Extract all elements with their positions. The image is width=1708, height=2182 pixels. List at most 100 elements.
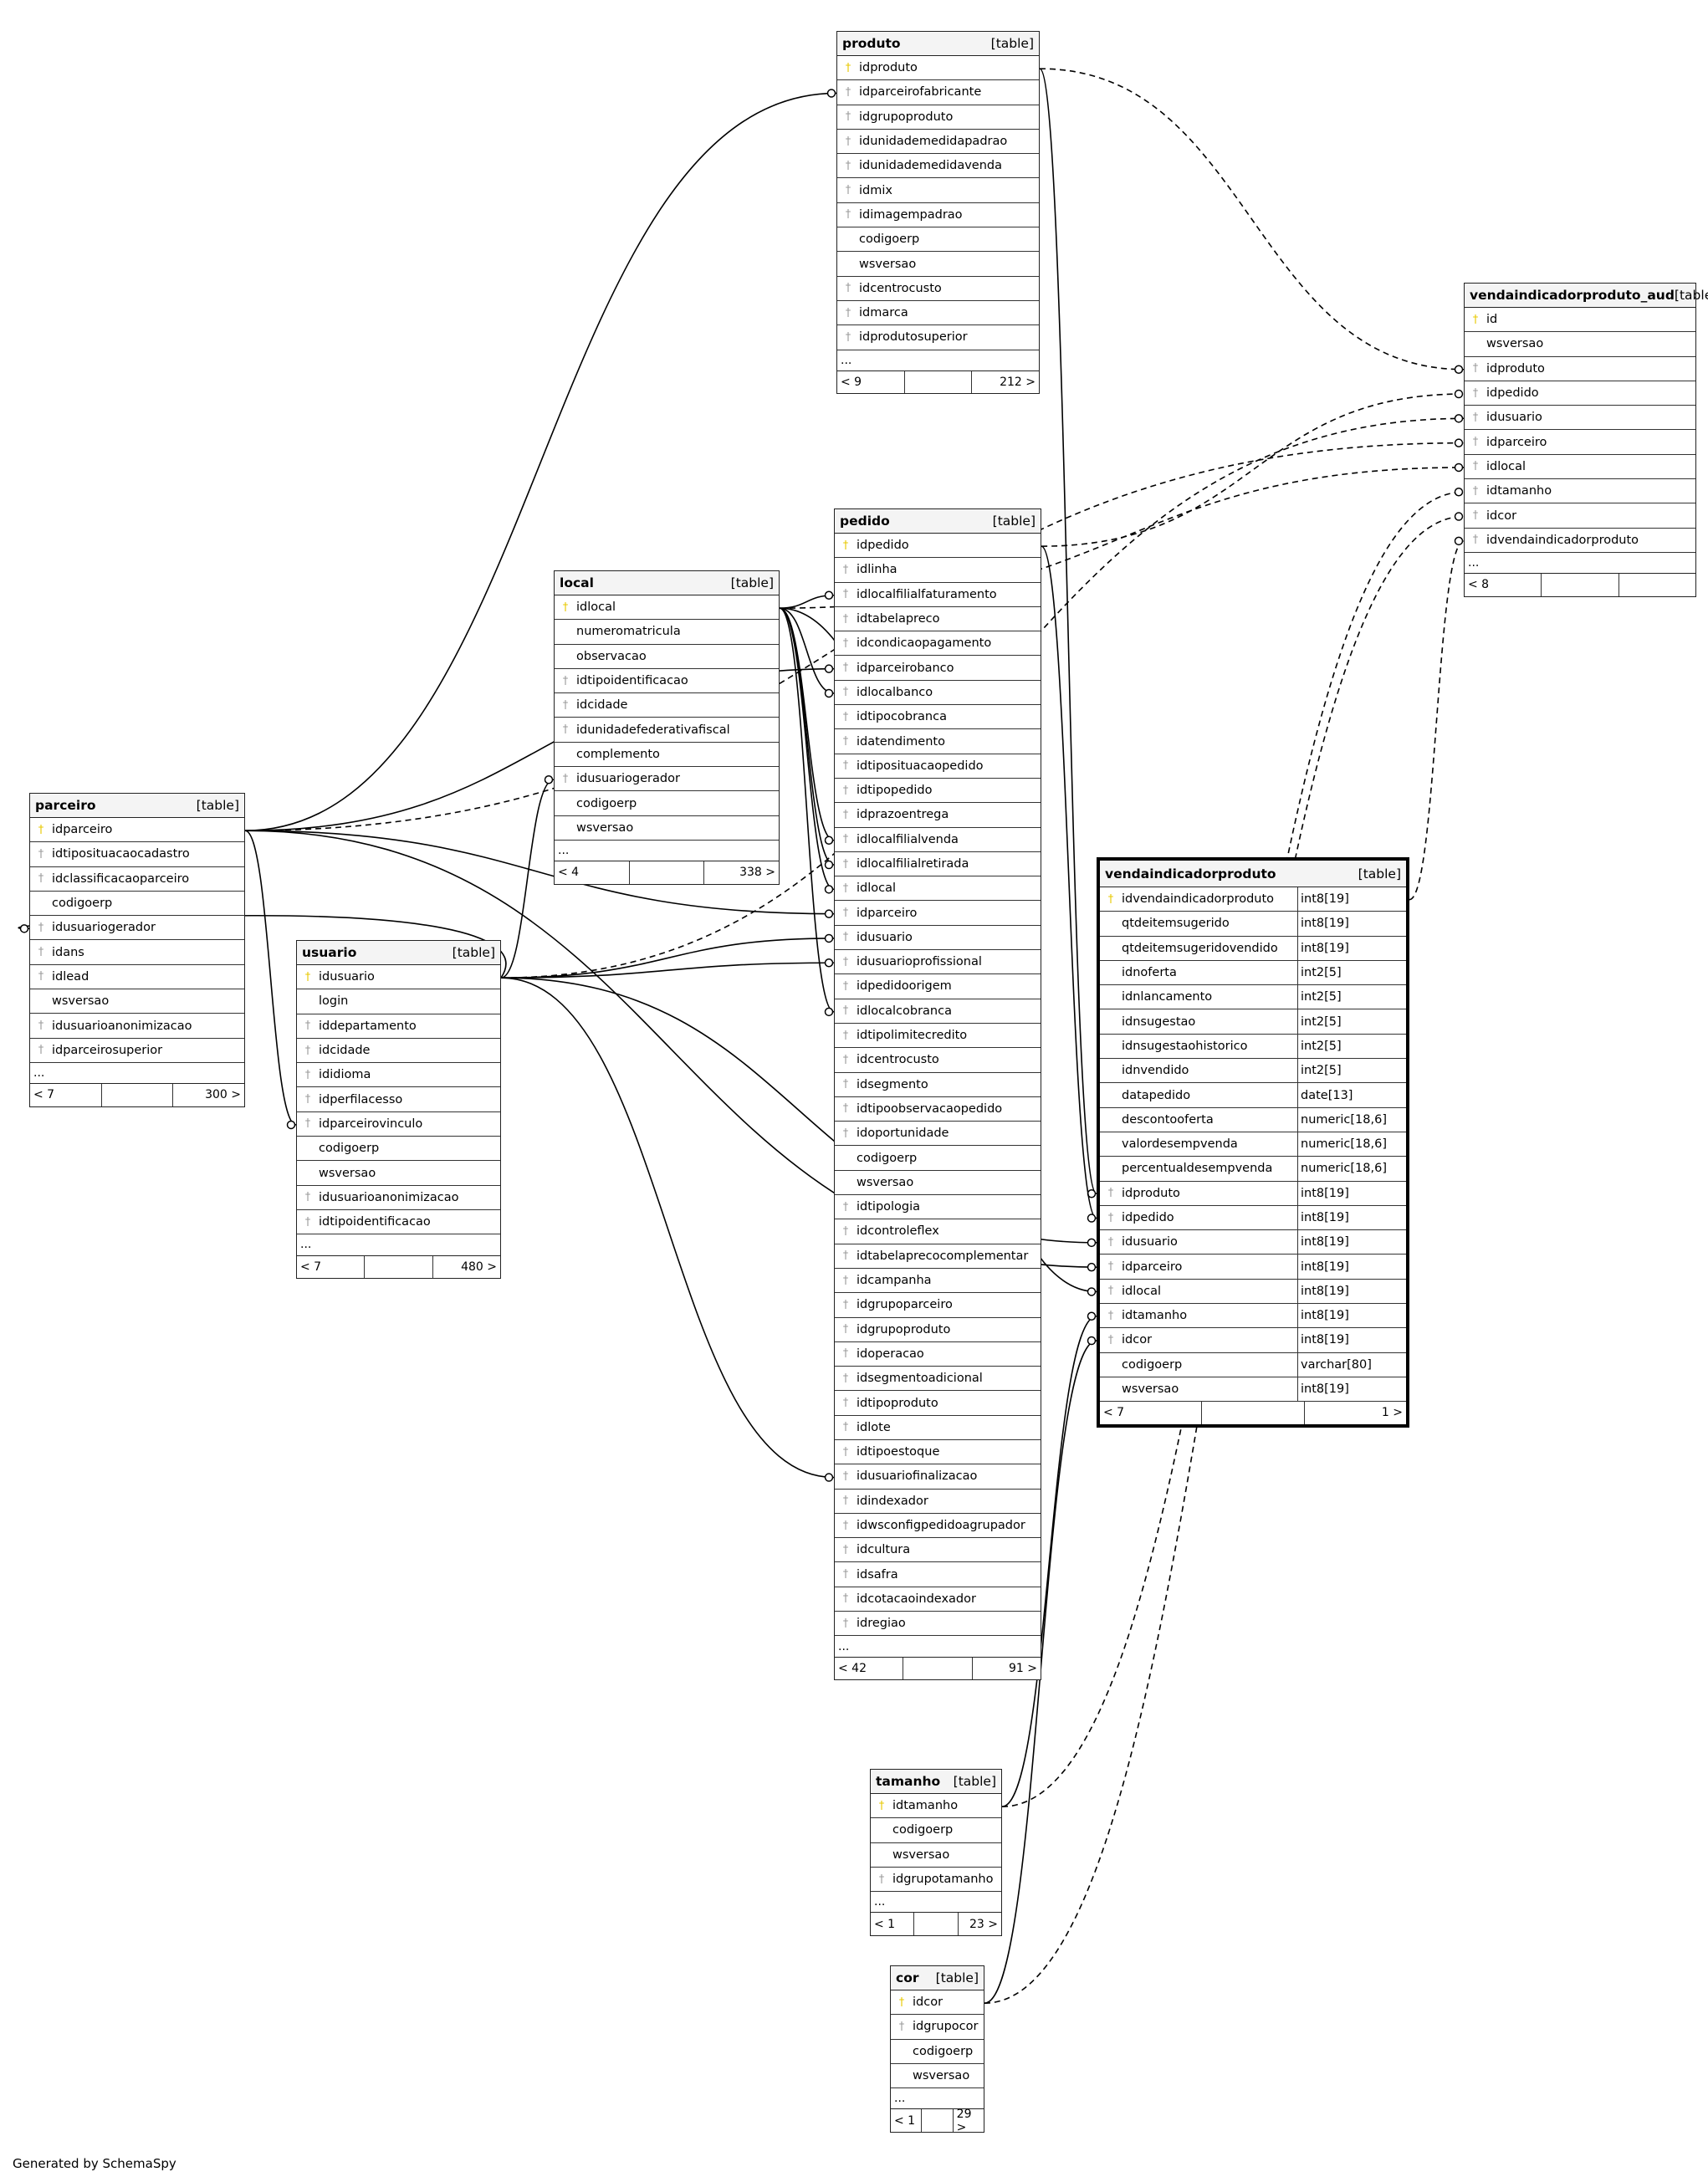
column-row[interactable]: †idusuarioprofissional bbox=[835, 950, 1041, 975]
table-vendaindicadorproduto[interactable]: vendaindicadorproduto[table]†idvendaindi… bbox=[1097, 857, 1409, 1428]
column-row[interactable]: †idcondicaopagamento bbox=[835, 631, 1041, 657]
column-row[interactable]: †idtipopedido bbox=[835, 779, 1041, 804]
column-row[interactable]: †idusuariogerador bbox=[30, 916, 244, 941]
column-row[interactable]: †idregiao bbox=[835, 1612, 1041, 1637]
column-row[interactable]: wsversao bbox=[1465, 332, 1695, 357]
table-pedido[interactable]: pedido[table]†idpedido†idlinha†idlocalfi… bbox=[834, 508, 1041, 1680]
column-row[interactable]: †idusuariofinalizacao bbox=[835, 1464, 1041, 1490]
column-row[interactable]: †idlocalfilialretirada bbox=[835, 852, 1041, 877]
column-row[interactable]: †idsafra bbox=[835, 1562, 1041, 1587]
column-row[interactable]: †idparceiro bbox=[835, 901, 1041, 926]
column-row[interactable]: †idmarca bbox=[837, 301, 1039, 326]
column-row[interactable]: †id bbox=[1465, 308, 1695, 333]
column-row[interactable]: †iddepartamento bbox=[297, 1014, 500, 1039]
column-row[interactable]: †idunidademedidavenda bbox=[837, 154, 1039, 179]
column-row[interactable]: †idlead bbox=[30, 965, 244, 990]
column-row[interactable]: †idpedidoorigem bbox=[835, 974, 1041, 999]
column-row[interactable]: observacao bbox=[555, 645, 779, 669]
column-row[interactable]: wsversao bbox=[297, 1161, 500, 1186]
column-row[interactable]: codigoerp bbox=[835, 1146, 1041, 1171]
column-row[interactable]: †idgrupocor bbox=[891, 2015, 984, 2040]
column-row[interactable]: †idlote bbox=[835, 1416, 1041, 1440]
column-row[interactable]: †idproduto bbox=[1465, 357, 1695, 381]
column-row[interactable]: †idcor bbox=[891, 1990, 984, 2016]
column-row[interactable]: †idprazoentrega bbox=[835, 803, 1041, 828]
column-row[interactable]: †idgrupoparceiro bbox=[835, 1293, 1041, 1318]
column-row[interactable]: †idlocal bbox=[835, 876, 1041, 902]
column-row[interactable]: codigoerp bbox=[871, 1818, 1001, 1843]
column-row[interactable]: †idcotacaoindexador bbox=[835, 1587, 1041, 1612]
column-row[interactable]: †idlocal bbox=[555, 595, 779, 621]
column-row[interactable]: †idatendimento bbox=[835, 729, 1041, 754]
column-row[interactable]: †idlocalfilialvenda bbox=[835, 828, 1041, 852]
column-row[interactable]: †idusuario bbox=[1465, 406, 1695, 431]
column-row[interactable]: †idtamanho bbox=[1465, 479, 1695, 504]
column-row[interactable]: †idunidademedidapadrao bbox=[837, 130, 1039, 155]
column-row[interactable]: †idusuario bbox=[297, 965, 500, 990]
column-row[interactable]: †idoportunidade bbox=[835, 1122, 1041, 1147]
column-row[interactable]: †idparceirosuperior bbox=[30, 1039, 244, 1063]
column-row[interactable]: †idproduto bbox=[837, 56, 1039, 81]
column-row[interactable]: †idusuariogerador bbox=[555, 767, 779, 792]
column-row[interactable]: codigoerp bbox=[837, 227, 1039, 253]
column-row[interactable]: †idparceirobanco bbox=[835, 656, 1041, 681]
table-produto[interactable]: produto[table]†idproduto†idparceirofabri… bbox=[836, 31, 1040, 395]
column-row[interactable]: †idtipoidentificacao bbox=[297, 1210, 500, 1235]
column-row[interactable]: †idpedido bbox=[835, 534, 1041, 559]
column-row[interactable]: complemento bbox=[555, 743, 779, 768]
column-row[interactable]: †idcor bbox=[1465, 503, 1695, 529]
column-row[interactable]: †idusuarioanonimizacao bbox=[297, 1186, 500, 1210]
column-row[interactable]: †idwsconfigpedidoagrupador bbox=[835, 1514, 1041, 1539]
column-row[interactable]: †idgrupoproduto bbox=[835, 1318, 1041, 1342]
column-row[interactable]: †idperfilacesso bbox=[297, 1087, 500, 1112]
column-row[interactable]: †idusuario bbox=[835, 926, 1041, 951]
column-row[interactable]: wsversao bbox=[837, 252, 1039, 277]
column-row[interactable]: wsversao bbox=[835, 1171, 1041, 1196]
column-row[interactable]: †idparceiro bbox=[30, 818, 244, 843]
column-row[interactable]: †idcentrocusto bbox=[835, 1048, 1041, 1073]
column-row[interactable]: †idlocal bbox=[1465, 455, 1695, 480]
column-row[interactable]: †idtipologia bbox=[835, 1195, 1041, 1220]
column-row[interactable]: †idtipoidentificacao bbox=[555, 669, 779, 694]
column-row[interactable]: †idsegmentoadicional bbox=[835, 1367, 1041, 1392]
column-row[interactable]: codigoerp bbox=[297, 1137, 500, 1162]
column-row[interactable]: †idtamanho bbox=[871, 1794, 1001, 1819]
column-row[interactable]: †idsegmento bbox=[835, 1073, 1041, 1097]
column-row[interactable]: †idprodutosuperior bbox=[837, 325, 1039, 350]
column-row[interactable]: codigoerp bbox=[30, 892, 244, 917]
column-row[interactable]: †idtabelapreco bbox=[835, 607, 1041, 632]
column-row[interactable]: †idmix bbox=[837, 178, 1039, 203]
column-row[interactable]: †idcultura bbox=[835, 1538, 1041, 1563]
column-row[interactable]: †idtipoproduto bbox=[835, 1391, 1041, 1416]
column-row[interactable]: †idgrupoproduto bbox=[837, 105, 1039, 130]
column-row[interactable]: wsversao bbox=[555, 816, 779, 841]
column-row[interactable]: †idans bbox=[30, 940, 244, 965]
column-row[interactable]: †idvendaindicadorproduto bbox=[1465, 529, 1695, 553]
column-row[interactable]: †idcidade bbox=[297, 1039, 500, 1064]
column-row[interactable]: codigoerp bbox=[555, 791, 779, 816]
column-row[interactable]: †idcampanha bbox=[835, 1269, 1041, 1294]
column-row[interactable]: †idoperacao bbox=[835, 1342, 1041, 1367]
column-row[interactable]: †idimagempadrao bbox=[837, 203, 1039, 228]
column-row[interactable]: codigoerp bbox=[891, 2040, 984, 2064]
column-row[interactable]: †idlocalfilialfaturamento bbox=[835, 583, 1041, 607]
column-row[interactable]: †idcentrocusto bbox=[837, 277, 1039, 301]
column-row[interactable]: †idusuarioanonimizacao bbox=[30, 1014, 244, 1039]
column-row[interactable]: wsversao bbox=[891, 2064, 984, 2089]
column-row[interactable]: †idunidadefederativafiscal bbox=[555, 718, 779, 743]
column-row[interactable]: †idpedido bbox=[1465, 381, 1695, 406]
column-row[interactable]: †idtipoestoque bbox=[835, 1440, 1041, 1465]
column-row[interactable]: †idtipoobservacaopedido bbox=[835, 1097, 1041, 1122]
